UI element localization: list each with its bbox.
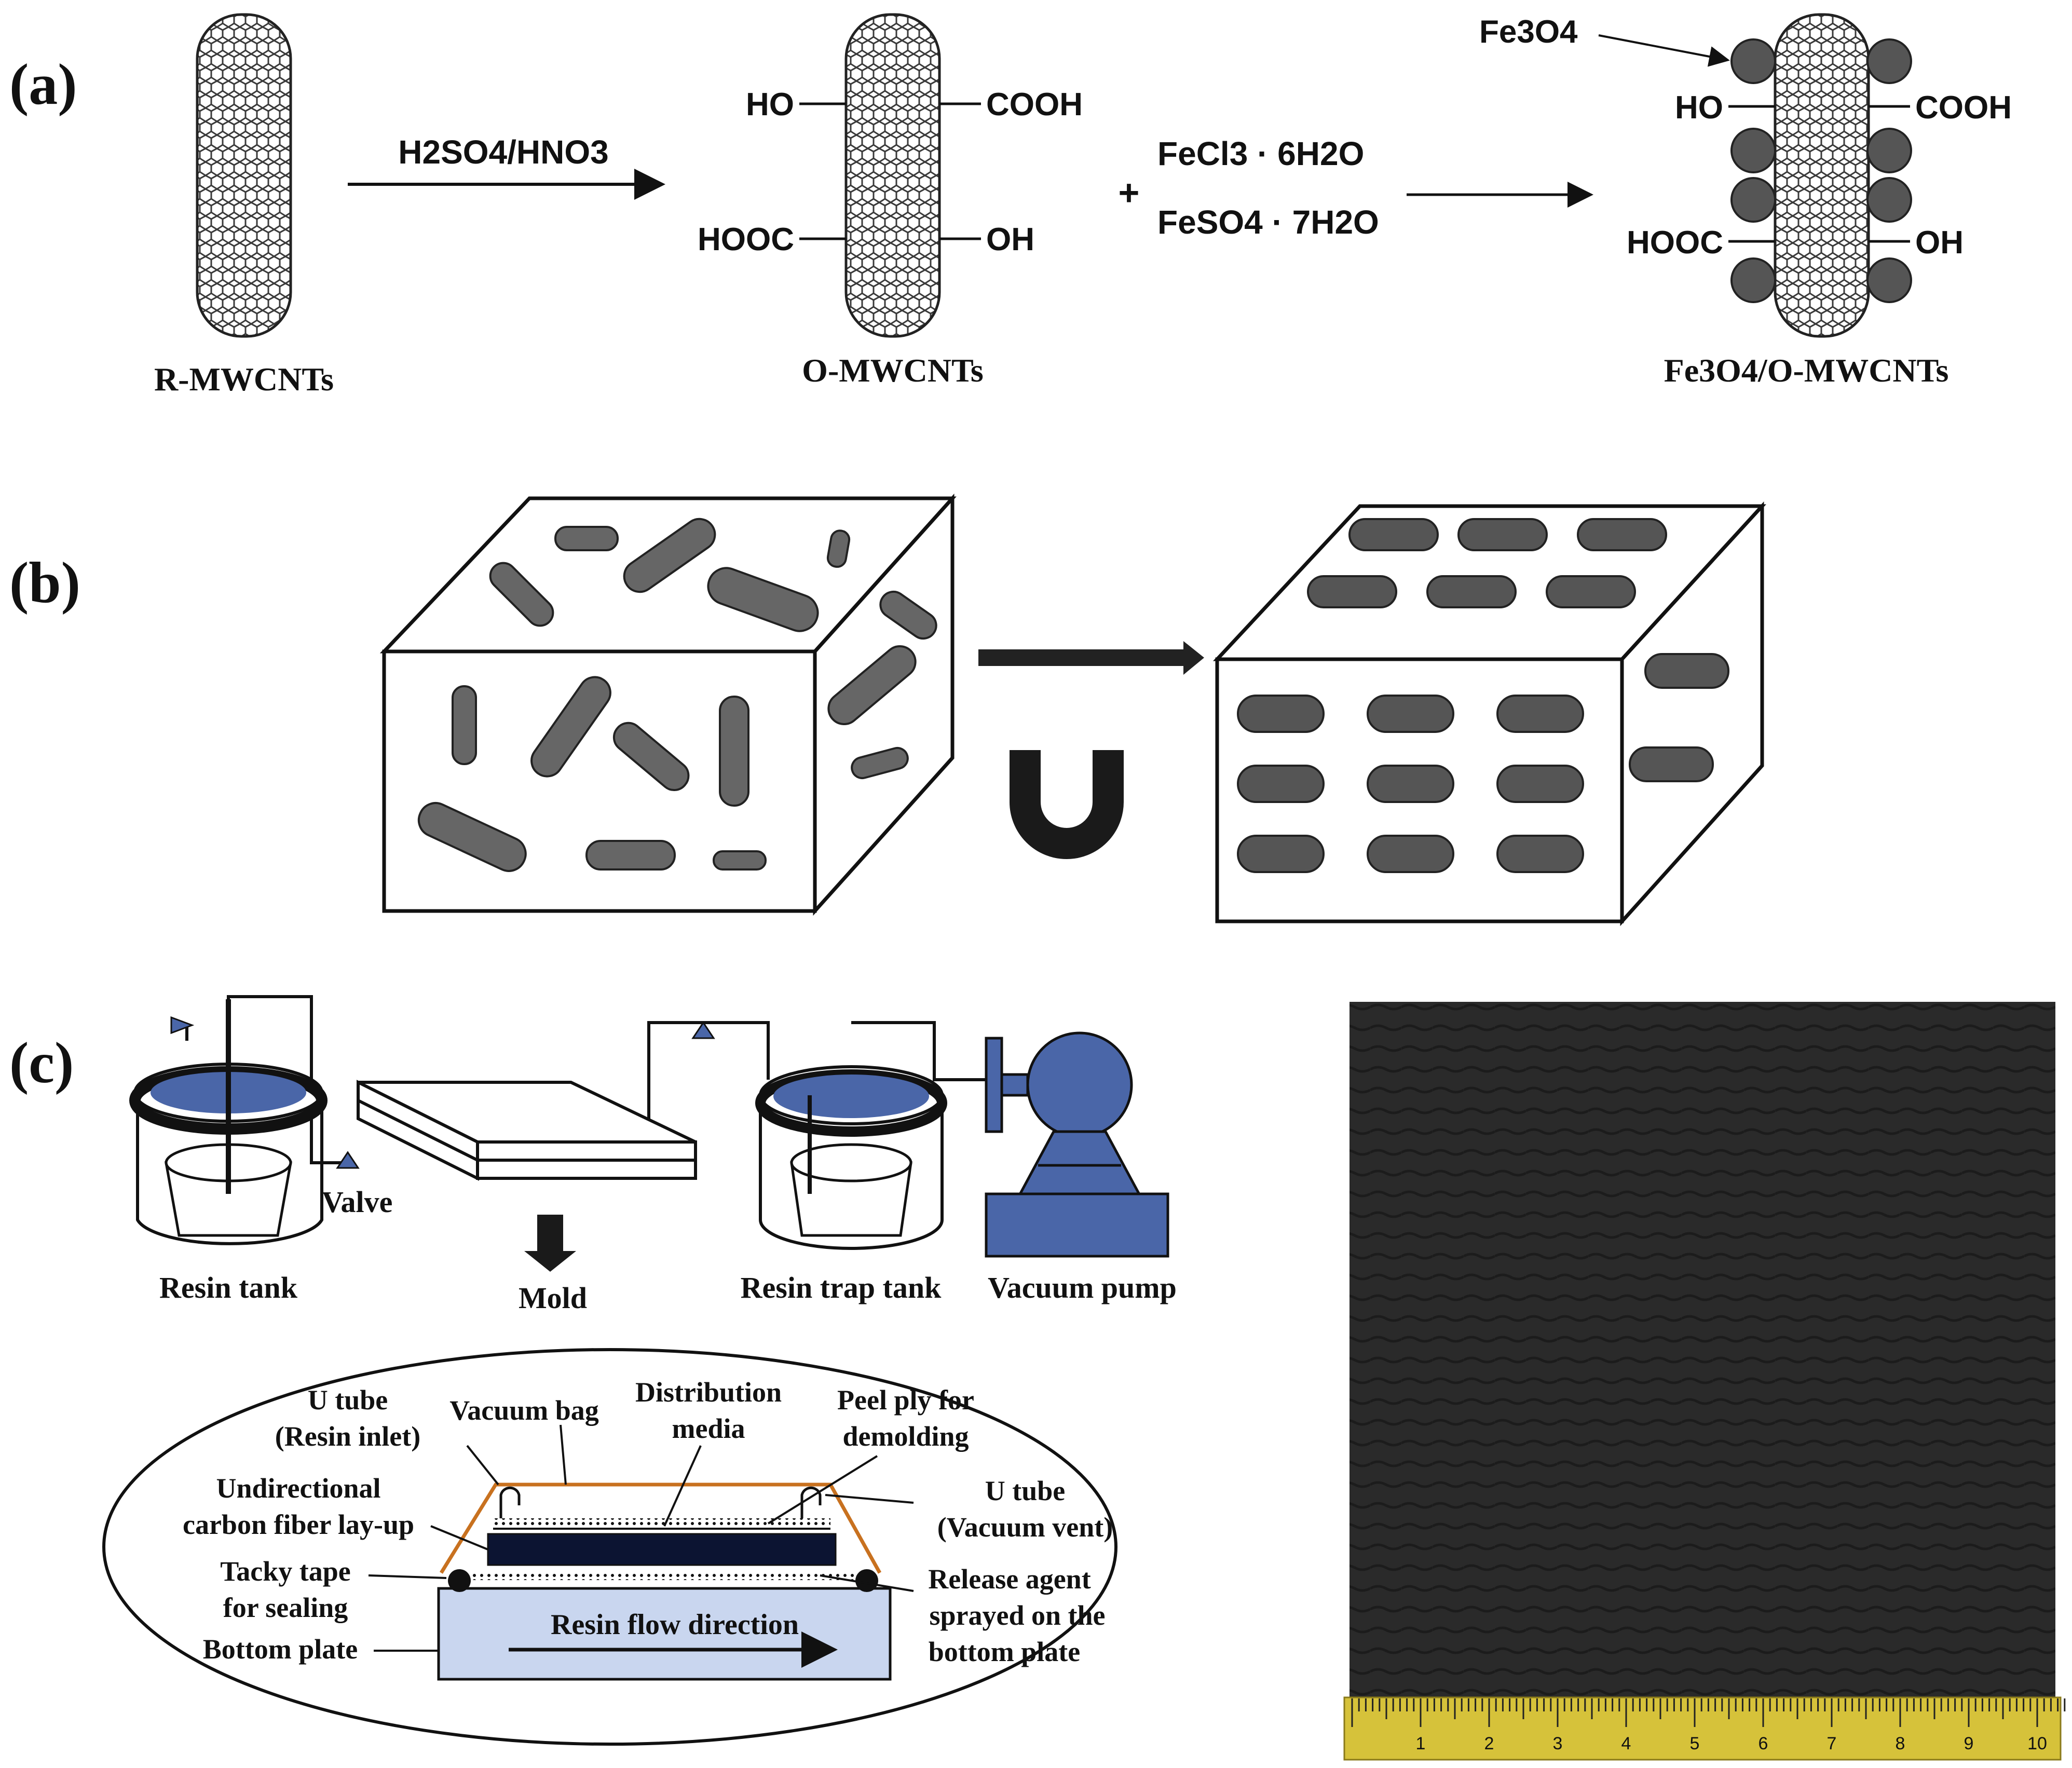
reagent-fecl3: FeCl3 · 6H2O: [1157, 135, 1364, 172]
vacuum-bag-line: [440, 1483, 882, 1574]
ruler-tick-label: 1: [1416, 1734, 1426, 1753]
panel-c: (c) Resin tank Valve: [9, 995, 2066, 1761]
ruler-tick-label: 8: [1896, 1734, 1905, 1753]
ruler-tick-label: 2: [1484, 1734, 1494, 1753]
valve-label: Valve: [322, 1185, 392, 1219]
resin-tank-label: Resin tank: [159, 1271, 298, 1304]
tacky-tape-right: [855, 1569, 878, 1592]
panel-a-label: (a): [9, 52, 77, 117]
callout-leaders: [368, 1424, 914, 1652]
r-mwcnts-label: R-MWCNTs: [154, 361, 334, 398]
tacky-tape-label-1: Tacky tape: [220, 1556, 351, 1587]
peel-ply-label-2: demolding: [842, 1421, 969, 1452]
panel-b: (b): [9, 493, 1766, 927]
u-tube-vent-icon: [800, 1486, 822, 1518]
vacuum-pump: [985, 1031, 1169, 1258]
tacky-tape-label-2: for sealing: [223, 1592, 348, 1623]
ruler-tick-label: 4: [1621, 1734, 1631, 1753]
o-cooh-label: COOH: [986, 87, 1083, 123]
u-tube-vent-label-1: U tube: [985, 1475, 1066, 1506]
fe3o4-callout-arrow: [1598, 34, 1730, 67]
ruler-tick-label: 6: [1759, 1734, 1768, 1753]
u-tube-vent-label-2: (Vacuum vent): [937, 1512, 1113, 1543]
random-cnt-fe3o4-particles: [417, 518, 937, 872]
o-mwcnts-label: O-MWCNTs: [802, 352, 984, 389]
unidirectional-label-2: carbon fiber lay-up: [183, 1509, 414, 1540]
o-mwcnt-tube: [799, 13, 981, 338]
mold-label: Mold: [519, 1281, 587, 1315]
vacuum-pump-label: Vacuum pump: [988, 1271, 1177, 1304]
vacuum-bag-label: Vacuum bag: [449, 1395, 599, 1426]
u-tube-inlet-label-1: U tube: [308, 1384, 388, 1416]
ruler-minor-ticks: [1351, 1698, 2066, 1727]
panel-c-label: (c): [9, 1031, 74, 1095]
f-cooh-label: COOH: [1915, 90, 2012, 126]
resin-tank: [129, 999, 328, 1245]
ruler-labels: 1 2 3 4 5 6 7 8 9 10: [1416, 1734, 2047, 1753]
fe3o4-mwcnts-label: Fe3O4/O-MWCNTs: [1664, 352, 1949, 389]
resin-trap-tank: [755, 1065, 947, 1250]
peel-ply-label-1: Peel ply for: [837, 1384, 974, 1416]
release-agent-label-1: Release agent: [928, 1563, 1090, 1595]
u-tube-inlet-label-2: (Resin inlet): [275, 1421, 420, 1452]
aligned-cnt-fe3o4-particles: [1237, 518, 1729, 873]
release-agent-layer: [467, 1573, 867, 1580]
ruler-tick-label: 7: [1827, 1734, 1837, 1753]
release-agent-label-2: sprayed on the: [929, 1600, 1105, 1631]
layup-stack: [437, 1483, 892, 1681]
ruler-tick-label: 10: [2027, 1734, 2047, 1753]
panel-b-label: (b): [9, 551, 80, 615]
peel-ply-layer: [493, 1518, 830, 1526]
ruler: 1 2 3 4 5 6 7 8 9 10: [1343, 1696, 2066, 1761]
distribution-media-label-1: Distribution: [635, 1377, 782, 1408]
step1-reagent: H2SO4/HNO3: [398, 133, 608, 171]
o-oh-label: OH: [986, 222, 1034, 257]
unidirectional-label-1: Undirectional: [216, 1473, 380, 1504]
distribution-media-label-2: media: [672, 1413, 745, 1444]
f-ho-label: HO: [1675, 90, 1723, 126]
alignment-arrowhead: [1183, 641, 1204, 675]
fe3o4-callout: Fe3O4: [1479, 14, 1578, 50]
trap-valve-icon: [691, 1021, 715, 1039]
fe3o4-mwcnt-tube: [1728, 13, 1912, 338]
r-mwcnt-tube: [196, 13, 292, 338]
plus-sign: +: [1119, 172, 1140, 213]
resin-flow-label: Resin flow direction: [551, 1609, 799, 1641]
bottom-plate-label: Bottom plate: [203, 1634, 358, 1665]
mold-down-arrow: [524, 1215, 576, 1272]
ruler-tick-label: 5: [1690, 1734, 1700, 1753]
f-oh-label: OH: [1915, 225, 1964, 261]
composite-panel-photo: [1349, 1002, 2055, 1697]
ruler-tick-label: 9: [1964, 1734, 1974, 1753]
u-tube-inlet-icon: [499, 1486, 521, 1518]
carbon-fiber-layup: [487, 1533, 837, 1566]
release-agent-label-3: bottom plate: [929, 1636, 1080, 1667]
valve-icon: [336, 1151, 360, 1169]
o-ho-label: HO: [746, 87, 794, 123]
magnet-icon: [1010, 750, 1124, 859]
tacky-tape-left: [448, 1569, 471, 1592]
panel-a: (a) R-MWCNTs H2SO4/HNO3 HO COOH HOOC OH …: [9, 13, 2012, 398]
f-hooc-label: HOOC: [1627, 225, 1723, 261]
resin-trap-tank-label: Resin trap tank: [741, 1271, 942, 1304]
reagent-feso4: FeSO4 · 7H2O: [1157, 203, 1379, 241]
mold-plate: [357, 1080, 697, 1181]
o-hooc-label: HOOC: [698, 222, 794, 257]
ruler-tick-label: 3: [1553, 1734, 1563, 1753]
